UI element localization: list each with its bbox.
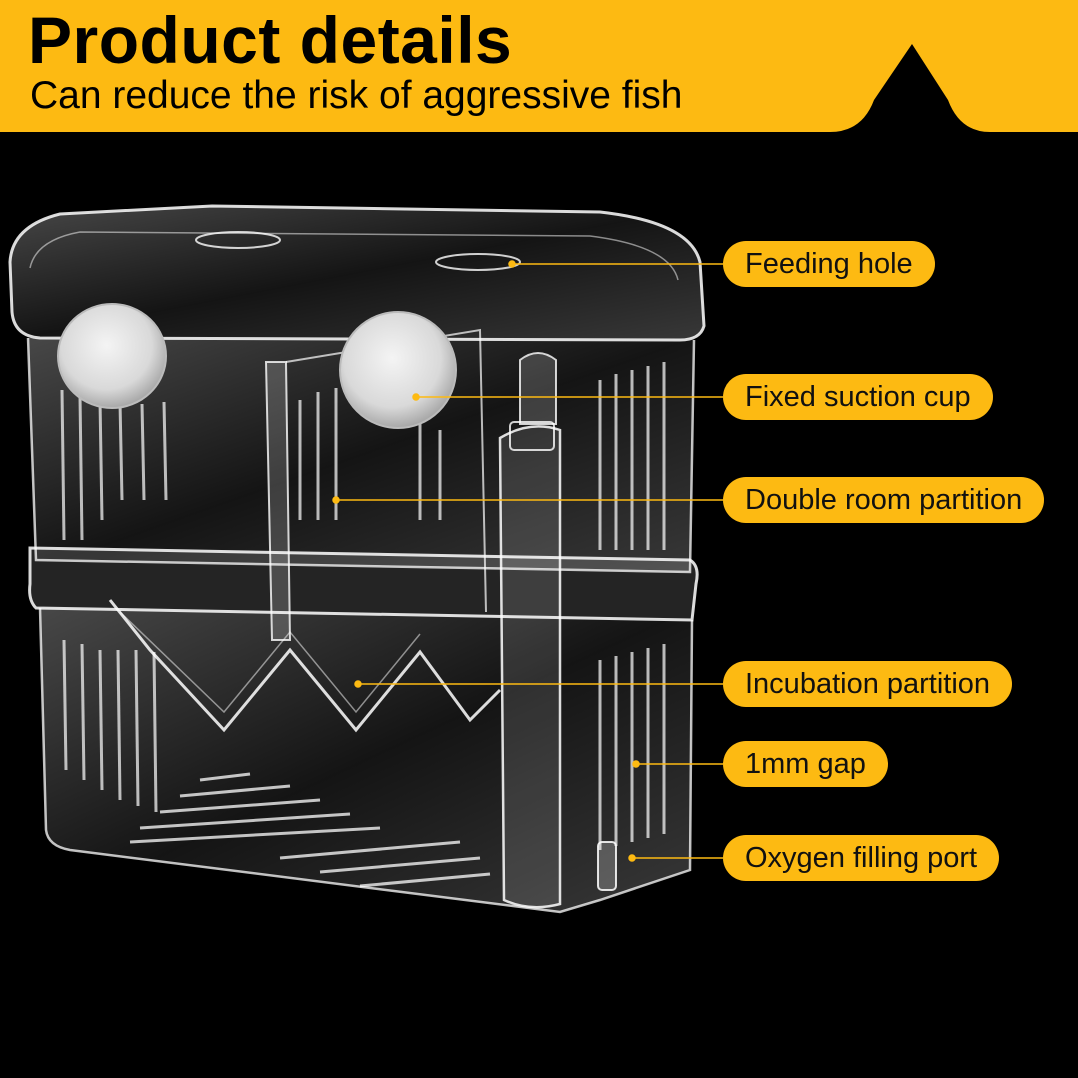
suction-cup-right bbox=[339, 311, 457, 429]
callout-feeding-hole: Feeding hole bbox=[723, 241, 935, 287]
suction-cups bbox=[57, 303, 457, 429]
leader-lines bbox=[332, 260, 723, 862]
callout-oxygen-filling-port: Oxygen filling port bbox=[723, 835, 1000, 881]
callout-1mm-gap: 1mm gap bbox=[723, 741, 888, 787]
suction-cup-left bbox=[57, 303, 167, 409]
callout-double-room-partition: Double room partition bbox=[723, 477, 1045, 523]
feeding-hole-left bbox=[195, 231, 281, 249]
page-title: Product details bbox=[28, 3, 513, 77]
feeding-hole-right bbox=[435, 253, 521, 271]
page-subtitle: Can reduce the risk of aggressive fish bbox=[30, 74, 683, 117]
callout-fixed-suction-cup: Fixed suction cup bbox=[723, 374, 993, 420]
header-band bbox=[0, 0, 1078, 132]
callout-incubation-partition: Incubation partition bbox=[723, 661, 1013, 707]
